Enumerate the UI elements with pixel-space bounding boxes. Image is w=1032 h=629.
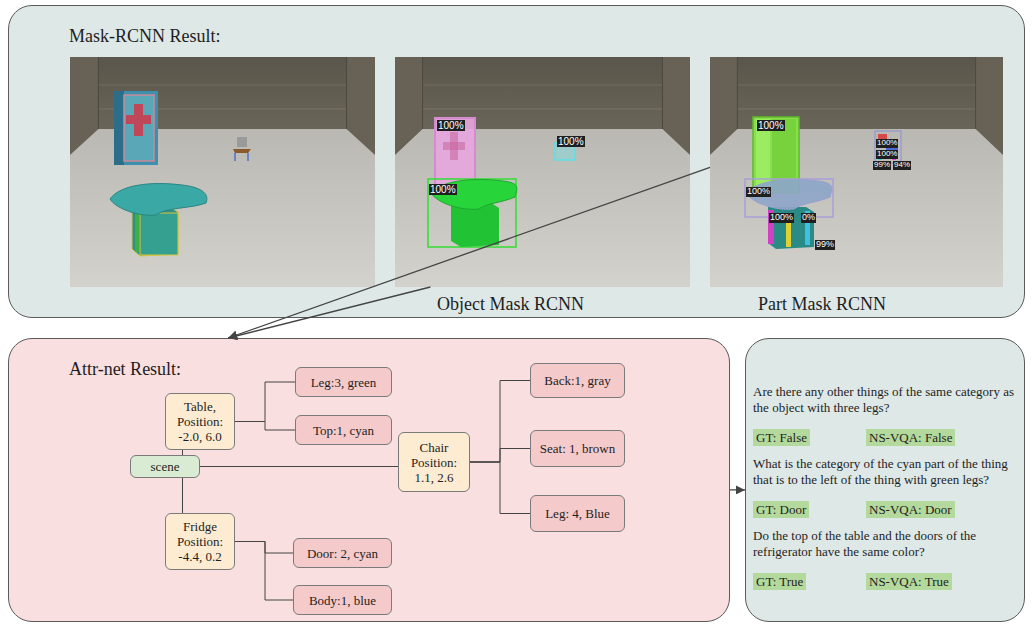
tree-line — [235, 382, 295, 422]
score-tag: 100% — [769, 206, 794, 224]
box-label: Top:1, cyan — [313, 423, 374, 438]
model-answer: NS-VQA: True — [866, 573, 952, 590]
answer-row: GT: Door NS-VQA: Door — [753, 500, 1017, 518]
tree-line — [182, 478, 183, 513]
score-label: 0% — [801, 213, 816, 223]
box-label: Body:1, blue — [309, 593, 376, 608]
score-tag: 100% — [757, 115, 785, 133]
answer-cell: GT: False — [753, 428, 866, 446]
model-answer: NS-VQA: False — [866, 429, 955, 446]
score-label: 100% — [876, 139, 898, 148]
object-box: Table, Position: -2.0, 6.0 — [165, 393, 235, 450]
model-answer: NS-VQA: Door — [866, 501, 955, 518]
object-box: Fridge Position: -4.4, 0.2 — [165, 513, 235, 570]
tree-line — [470, 462, 530, 514]
tree-line — [470, 449, 530, 463]
answer-row: GT: True NS-VQA: True — [753, 572, 1017, 590]
flow-arrow — [730, 489, 745, 490]
score-label: 100% — [757, 120, 785, 131]
qa-panel: Are there any other things of the same c… — [745, 338, 1025, 622]
ground-truth: GT: Door — [753, 501, 809, 518]
scene-root: scene — [130, 455, 200, 478]
tree-line — [200, 466, 398, 467]
score-label: 99% — [873, 161, 891, 170]
box-label: Leg: 4, Blue — [545, 506, 610, 521]
ground-truth: GT: True — [753, 573, 806, 590]
panel-heading: Attr-net Result: — [69, 358, 789, 380]
answer-cell: GT: Door — [753, 500, 866, 518]
result-panel: Attr-net Result:Table, Position: -2.0, 6… — [8, 338, 730, 622]
box-label: Fridge Position: -4.4, 0.2 — [170, 519, 230, 564]
box-label: Door: 2, cyan — [307, 546, 378, 561]
score-tag: 0% — [801, 206, 816, 224]
part-box: Leg: 4, Blue — [530, 495, 625, 532]
box-label: Seat: 1, brown — [540, 441, 615, 456]
mask-image: Object Mask RCNN — [395, 57, 690, 287]
score-label: 100% — [437, 120, 465, 131]
tree-line — [235, 542, 293, 554]
part-box: Top:1, cyan — [295, 415, 392, 445]
answer-row: GT: False NS-VQA: False — [753, 428, 1017, 446]
score-tag: 99% — [815, 233, 835, 251]
tree-line — [235, 422, 295, 431]
score-tag: 100% — [437, 115, 465, 133]
score-label: 99% — [815, 240, 835, 250]
part-box: Back:1, gray — [530, 363, 625, 398]
object-box: Chair Position: 1.1, 2.6 — [398, 432, 470, 492]
box-label: scene — [151, 459, 180, 474]
score-label: 100% — [746, 187, 771, 197]
score-tag: 100% — [557, 131, 585, 149]
part-box: Seat: 1, brown — [530, 430, 625, 467]
tree-line — [182, 450, 183, 455]
image-caption: Object Mask RCNN — [437, 293, 732, 315]
score-label: 100% — [429, 184, 457, 195]
mask-image: Part Mask RCNN — [710, 57, 1003, 287]
panel-heading: Mask-RCNN Result: — [69, 25, 1032, 47]
score-label: 100% — [876, 150, 898, 159]
score-tag: 100% — [876, 131, 898, 149]
flow-arrow — [228, 167, 710, 338]
question-text: What is the category of the cyan part of… — [753, 456, 1017, 488]
box-label: Back:1, gray — [544, 373, 610, 388]
box-label: Table, Position: -2.0, 6.0 — [170, 399, 230, 444]
image-caption: Part Mask RCNN — [758, 293, 1032, 315]
tree-line — [235, 542, 293, 601]
score-label: 100% — [769, 213, 794, 223]
box-label: Leg:3, green — [311, 375, 377, 390]
box-label: Chair Position: 1.1, 2.6 — [403, 440, 465, 485]
score-tag: 100% — [746, 180, 771, 198]
score-label: 100% — [557, 136, 585, 147]
question-text: Are there any other things of the same c… — [753, 384, 1017, 416]
flow-arrow — [228, 287, 430, 338]
part-box: Body:1, blue — [293, 585, 392, 615]
part-box: Door: 2, cyan — [293, 538, 392, 568]
part-box: Leg:3, green — [295, 367, 392, 397]
question-text: Do the top of the table and the doors of… — [753, 528, 1017, 560]
ground-truth: GT: False — [753, 429, 810, 446]
answer-cell: GT: True — [753, 572, 866, 590]
score-label: 94% — [893, 161, 911, 170]
tree-line — [470, 381, 530, 463]
score-tag: 100% — [429, 179, 457, 197]
